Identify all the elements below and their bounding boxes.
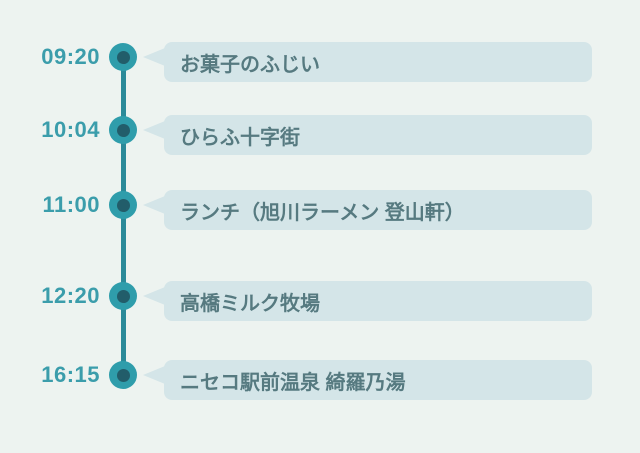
event-bubble[interactable]: ランチ（旭川ラーメン 登山軒） — [143, 190, 592, 230]
time-label: 12:20 — [41, 283, 100, 308]
timeline-row: 10:04 ひらふ十字街 — [0, 115, 640, 155]
event-label: ひらふ十字街 — [180, 126, 300, 149]
timeline-dot-icon — [109, 43, 137, 71]
event-label: お菓子のふじい — [180, 53, 320, 76]
bubble-tail-icon — [143, 366, 165, 384]
timeline-dot-icon — [109, 361, 137, 389]
timeline-row: 09:20 お菓子のふじい — [0, 42, 640, 82]
timeline-dot-core — [116, 198, 130, 212]
timeline-dot-icon — [109, 191, 137, 219]
bubble-tail-icon — [143, 196, 165, 214]
timeline-dot-core — [116, 50, 130, 64]
timeline-dot-core — [116, 368, 130, 382]
timeline-dot-core — [116, 123, 130, 137]
bubble-tail-icon — [143, 121, 165, 139]
event-bubble[interactable]: ひらふ十字街 — [143, 115, 592, 155]
timeline-dot-icon — [109, 116, 137, 144]
bubble-tail-icon — [143, 287, 165, 305]
time-label: 11:00 — [42, 192, 100, 217]
event-label: ランチ（旭川ラーメン 登山軒） — [180, 201, 465, 224]
timeline-row: 12:20 高橋ミルク牧場 — [0, 281, 640, 321]
timeline-dot-core — [116, 289, 130, 303]
timeline-row: 11:00 ランチ（旭川ラーメン 登山軒） — [0, 190, 640, 230]
event-label: 高橋ミルク牧場 — [180, 292, 320, 315]
event-label: ニセコ駅前温泉 綺羅乃湯 — [180, 371, 406, 394]
event-bubble[interactable]: お菓子のふじい — [143, 42, 592, 82]
timeline-dot-icon — [109, 282, 137, 310]
time-label: 10:04 — [41, 117, 100, 142]
bubble-tail-icon — [143, 48, 165, 66]
timeline-row: 16:15 ニセコ駅前温泉 綺羅乃湯 — [0, 360, 640, 400]
event-bubble[interactable]: 高橋ミルク牧場 — [143, 281, 592, 321]
time-label: 16:15 — [41, 362, 100, 387]
time-label: 09:20 — [41, 44, 100, 69]
event-bubble[interactable]: ニセコ駅前温泉 綺羅乃湯 — [143, 360, 592, 400]
